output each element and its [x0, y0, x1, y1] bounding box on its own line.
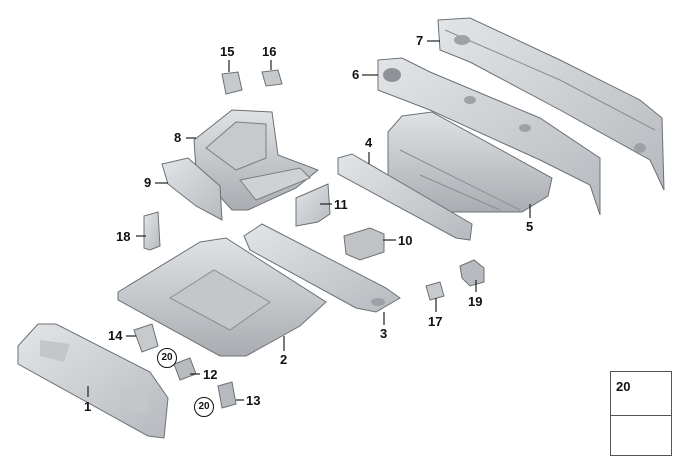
part-2-floor-pan: [117, 237, 327, 357]
callout-15: 15: [220, 44, 235, 59]
part-8-box-structure: [193, 109, 319, 211]
part-11-bracket: [295, 183, 331, 227]
callout-1: 1: [84, 399, 92, 414]
part-13-bracket: [217, 381, 237, 409]
callout-9: 9: [144, 175, 152, 190]
callout-4: 4: [365, 135, 373, 150]
callout-12: 12: [203, 367, 218, 382]
callout-19: 19: [468, 294, 483, 309]
callout-14: 14: [108, 328, 123, 343]
part-12-bracket: [173, 357, 197, 381]
circled-ref-12: 20: [157, 348, 177, 368]
part-18-bracket: [143, 211, 161, 251]
part-16-bracket: [261, 69, 283, 87]
callout-6: 6: [352, 67, 360, 82]
callout-11: 11: [334, 197, 348, 212]
part-17-bracket: [425, 281, 445, 301]
callout-8: 8: [174, 130, 182, 145]
part-3-channel: [243, 223, 401, 313]
callout-7: 7: [416, 33, 424, 48]
legend-label: 20: [616, 379, 631, 394]
part-6-cross-member: [377, 57, 601, 216]
legend-divider: [611, 415, 671, 416]
part-1-end-panel: [17, 323, 169, 439]
legend-box: 20: [610, 371, 672, 456]
leader-lines: [87, 40, 531, 401]
part-4-rail: [337, 153, 473, 241]
callout-10: 10: [398, 233, 413, 248]
callout-2: 2: [280, 352, 288, 367]
part-15-bracket: [221, 71, 243, 95]
callout-3: 3: [380, 326, 388, 341]
part-7-rear-panel: [437, 17, 665, 191]
part-9-bracket: [161, 157, 223, 221]
part-19-bracket: [459, 259, 485, 287]
callout-16: 16: [262, 44, 277, 59]
callout-18: 18: [116, 229, 131, 244]
callout-5: 5: [526, 219, 534, 234]
circled-ref-13: 20: [194, 397, 214, 417]
part-10-bracket: [343, 227, 385, 261]
part-14-bracket: [133, 323, 159, 353]
callout-17: 17: [428, 314, 443, 329]
callout-13: 13: [246, 393, 261, 408]
